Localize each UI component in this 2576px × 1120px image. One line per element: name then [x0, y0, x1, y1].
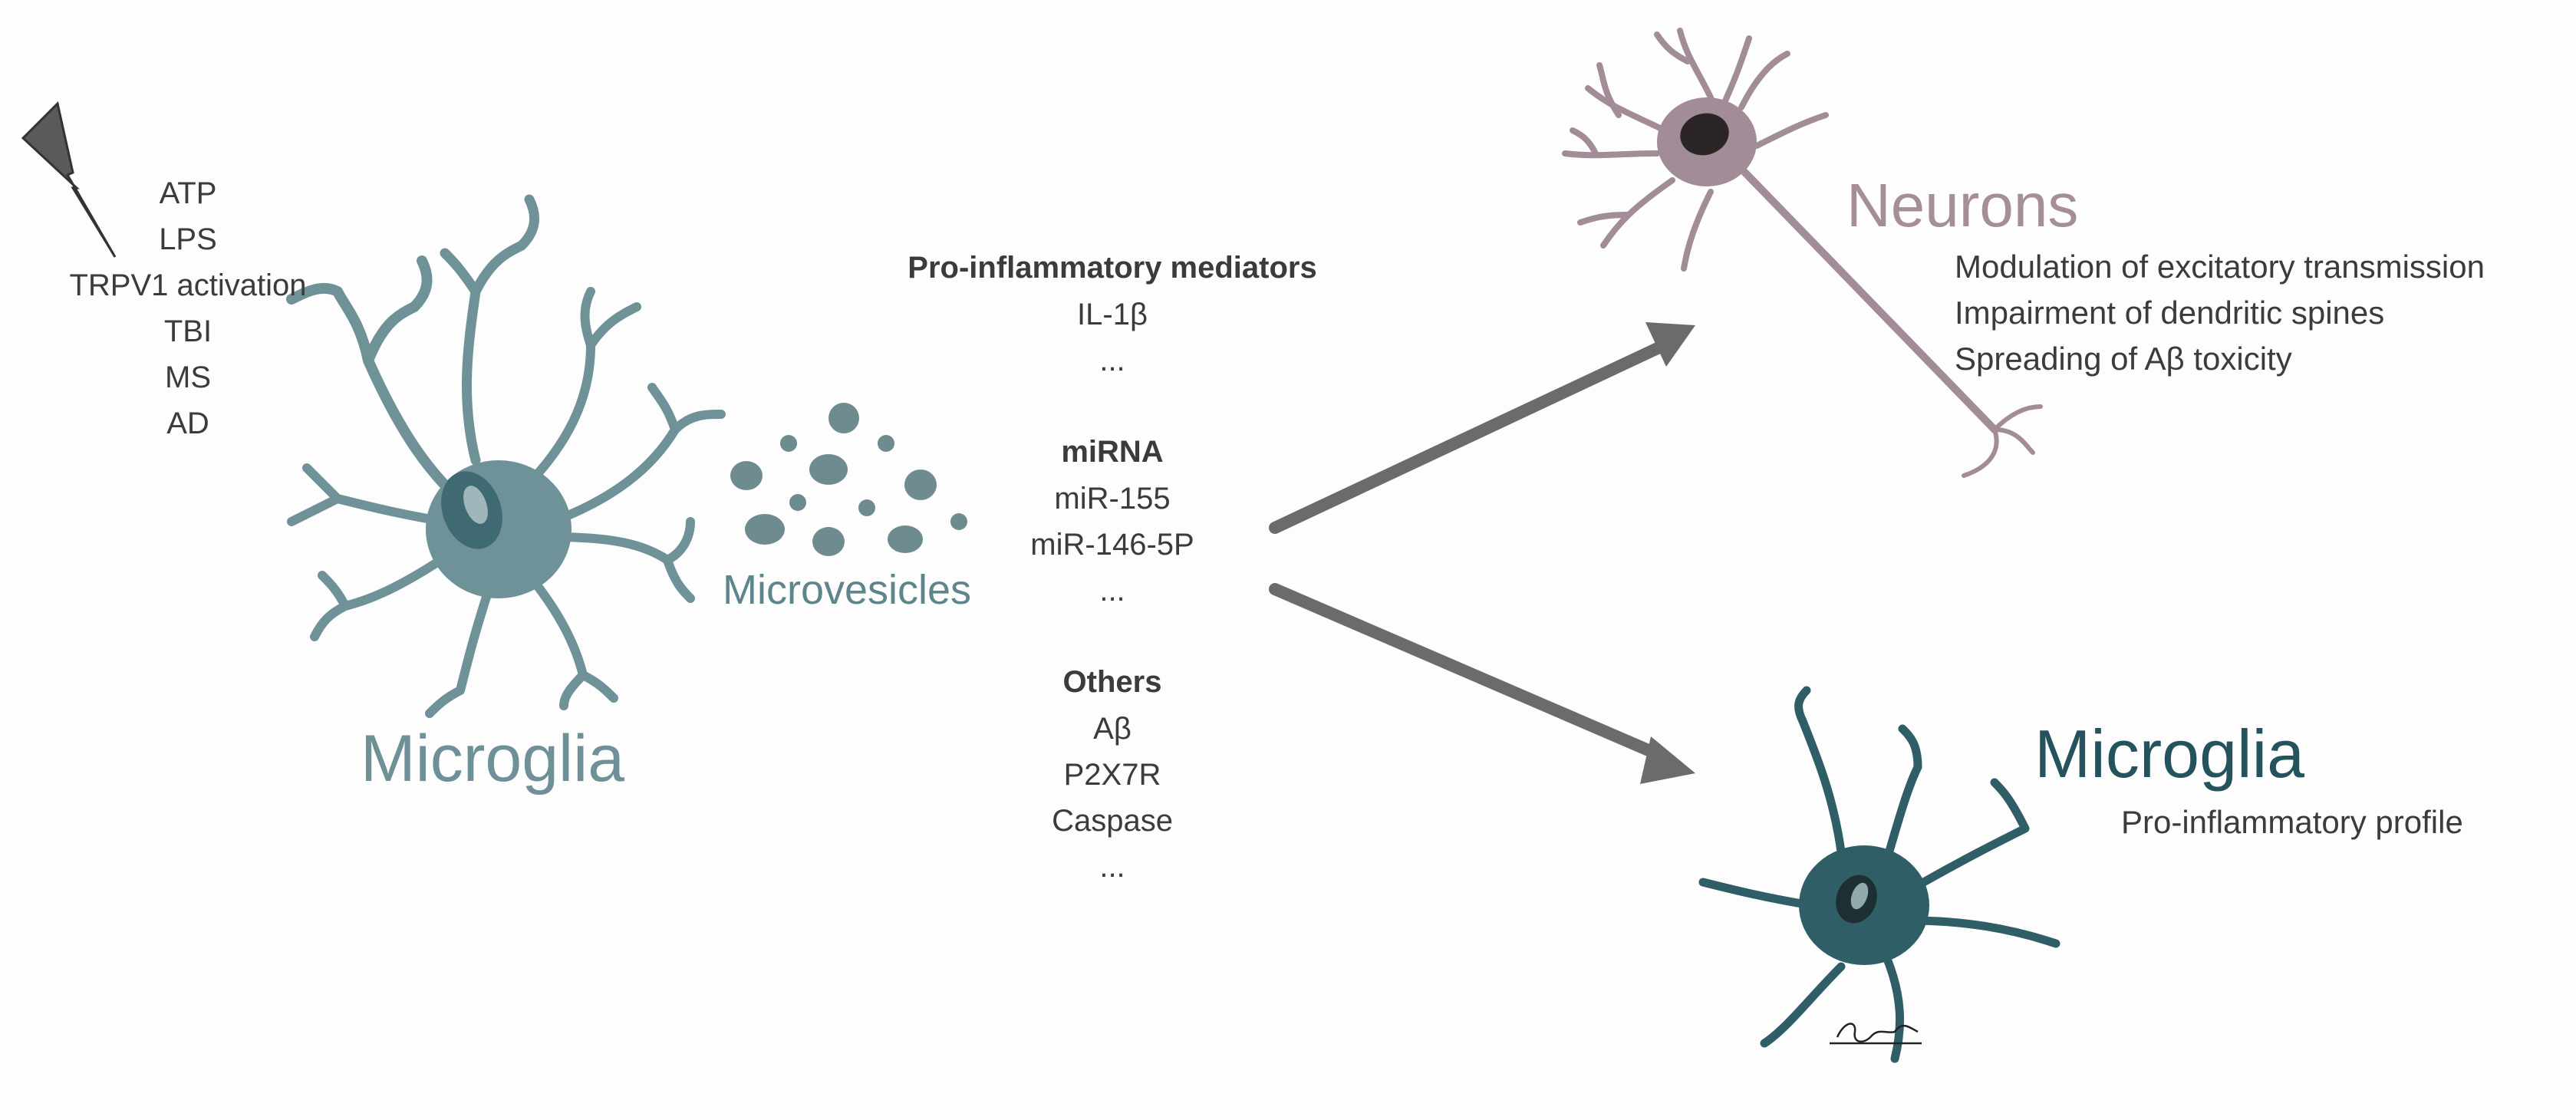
microvesicles-cluster: [730, 403, 967, 556]
stimulus-item: MS: [165, 361, 211, 394]
cargo-group-mediators: Pro-inflammatory mediators IL-1β ...: [867, 244, 1358, 384]
cargo-heading: miRNA: [1061, 435, 1164, 469]
microvesicles-label: Microvesicles: [723, 567, 972, 613]
lightning-icon: [21, 101, 117, 258]
cargo-group-others: Others Aβ P2X7R Caspase ...: [867, 658, 1358, 890]
cargo-item: ...: [1099, 574, 1125, 608]
cargo-item: P2X7R: [1063, 758, 1161, 792]
cargo-group-mirna: miRNA miR-155 miR-146-5P ...: [867, 428, 1358, 614]
cargo-item: ...: [1099, 344, 1125, 377]
cargo-item: Caspase: [1052, 804, 1173, 838]
microglia-left-label: Microglia: [361, 722, 625, 796]
cargo-item: IL-1β: [1077, 298, 1148, 331]
cargo-item: miR-155: [1054, 482, 1171, 516]
arrow-to-neurons: [1269, 322, 1695, 534]
stimuli-list: ATP LPS TRPV1 activation TBI MS AD: [42, 170, 334, 446]
stimulus-item: AD: [166, 407, 209, 440]
neuron-effect: Spreading of Aβ toxicity: [1955, 341, 2292, 377]
stimulus-item: ATP: [159, 176, 217, 210]
cargo-heading: Others: [1062, 665, 1162, 699]
microglia-cell-left: [286, 194, 726, 718]
arrow-to-microglia: [1269, 583, 1695, 784]
stimulus-item: TRPV1 activation: [69, 268, 307, 302]
cargo-item: ...: [1099, 850, 1125, 884]
microglia-right-label: Microglia: [2034, 716, 2305, 792]
neuron-effects-list: Modulation of excitatory transmission Im…: [1955, 244, 2485, 382]
cargo-heading: Pro-inflammatory mediators: [908, 251, 1317, 285]
neurons-label: Neurons: [1846, 171, 2079, 239]
microglia-profile-label: Pro-inflammatory profile: [2121, 804, 2463, 840]
cargo-item: miR-146-5P: [1030, 528, 1194, 562]
stimulus-item: TBI: [163, 315, 212, 348]
neuron-effect: Impairment of dendritic spines: [1955, 295, 2385, 331]
stimulus-item: LPS: [159, 222, 217, 256]
cargo-item: Aβ: [1093, 712, 1132, 746]
neuron-cell: [1562, 28, 2043, 478]
neuron-effect: Modulation of excitatory transmission: [1955, 249, 2485, 285]
microglia-cell-right: [1698, 686, 2060, 1063]
artist-signature: [1830, 1023, 1922, 1045]
